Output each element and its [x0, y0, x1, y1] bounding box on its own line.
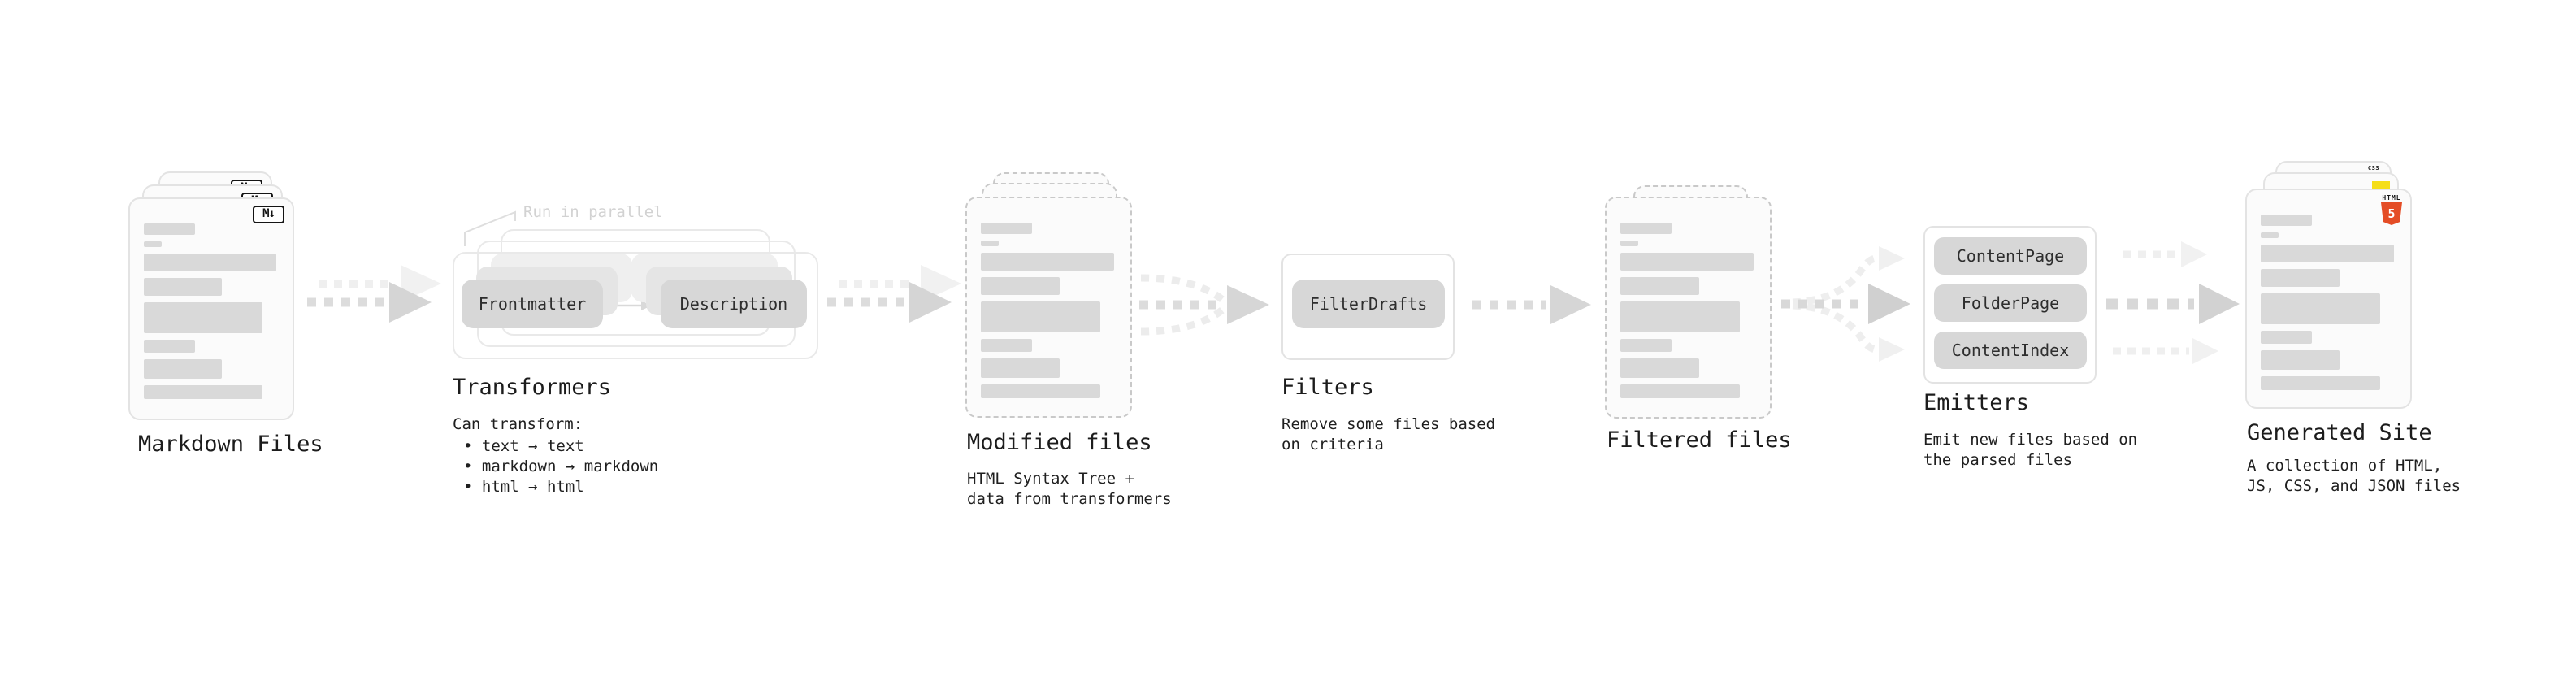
html5-badge-number: 5 [2387, 206, 2396, 221]
content-index-box: ContentIndex [1934, 332, 2087, 369]
placeholder-bar [1620, 241, 1638, 246]
placeholder-bar [981, 301, 1100, 332]
placeholder-bar [981, 358, 1060, 378]
transformers-subtitle: Can transform: [453, 415, 583, 433]
placeholder-bar [1620, 253, 1754, 271]
placeholder-bar [1620, 301, 1740, 332]
placeholder-bar [981, 223, 1033, 234]
placeholder-bar [2261, 215, 2313, 226]
placeholder-bar [144, 359, 223, 379]
html5-badge-label: HTML [2382, 194, 2401, 202]
markdown-file-card: M↓ [128, 197, 294, 420]
generated-file-card: HTML 5 [2245, 189, 2412, 409]
arrow-transformers-to-modified-ghost [839, 265, 961, 302]
filtered-files-title: Filtered files [1607, 427, 1792, 453]
placeholder-bar [2261, 245, 2394, 262]
transformers-bullet-2: • markdown → markdown [463, 458, 659, 475]
placeholder-bar [2261, 232, 2279, 238]
placeholder-bar [144, 254, 276, 271]
placeholder-bar [144, 278, 223, 296]
transformer-frame-front [453, 252, 818, 359]
placeholder-bar [144, 385, 263, 399]
arrow-markdown-to-transformers-ghost [319, 265, 441, 302]
markdown-badge: M↓ [253, 206, 284, 223]
placeholder-bar [144, 302, 263, 333]
placeholder-bar [1620, 384, 1740, 398]
filter-drafts-box: FilterDrafts [1292, 280, 1445, 328]
transformers-bullet-3: • html → html [463, 478, 584, 496]
placeholder-bar [981, 277, 1060, 295]
modified-files-description: HTML Syntax Tree + data from transformer… [967, 470, 1172, 508]
generated-site-title: Generated Site [2247, 420, 2432, 445]
placeholder-bar [1620, 223, 1672, 234]
emitters-description: Emit new files based on the parsed files [1923, 431, 2138, 469]
placeholder-bar [981, 253, 1114, 271]
description-box: Description [661, 280, 807, 328]
content-page-box: ContentPage [1934, 237, 2087, 275]
modified-files-title: Modified files [967, 430, 1152, 455]
run-in-parallel-annotation: Run in parallel [523, 203, 663, 221]
filters-title: Filters [1281, 375, 1374, 400]
placeholder-bar [2261, 269, 2340, 287]
arrow-markdown-to-transformers [307, 282, 432, 323]
placeholder-bar [1620, 339, 1672, 352]
placeholder-bar [2261, 293, 2380, 324]
placeholder-bar [981, 241, 999, 246]
placeholder-bar [1620, 358, 1699, 378]
placeholder-bar [144, 223, 196, 235]
html5-shield-icon: 5 [2381, 202, 2402, 225]
modified-file-card [965, 197, 1132, 418]
arrow-modified-to-filters [1139, 274, 1269, 336]
placeholder-bar [2261, 350, 2340, 370]
arrow-transformers-to-modified [827, 282, 952, 323]
javascript-badge [2372, 181, 2390, 189]
arrow-filters-to-filtered [1472, 285, 1591, 324]
html5-badge: HTML 5 [2379, 194, 2404, 225]
arrow-emitters-to-generated [2106, 241, 2240, 364]
markdown-files-title: Markdown Files [138, 432, 323, 457]
placeholder-bar [2261, 376, 2380, 390]
placeholder-bar [981, 384, 1100, 398]
placeholder-bar [981, 339, 1033, 352]
folder-page-box: FolderPage [1934, 284, 2087, 322]
transformers-bullet-1: • text → text [463, 437, 584, 455]
arrow-filtered-to-emitters [1781, 246, 1910, 362]
file-content-placeholder [2261, 215, 2396, 390]
placeholder-bar [144, 241, 162, 247]
placeholder-bar [144, 340, 196, 353]
file-content-placeholder [981, 223, 1117, 398]
transformers-title: Transformers [453, 375, 612, 400]
filters-description: Remove some files based on criteria [1281, 415, 1496, 453]
emitters-title: Emitters [1923, 390, 2030, 415]
filtered-file-card [1605, 197, 1772, 419]
css-badge-label: CSS [2367, 165, 2380, 171]
file-content-placeholder [144, 223, 279, 399]
file-content-placeholder [1620, 223, 1756, 398]
placeholder-bar [2261, 331, 2313, 344]
placeholder-bar [1620, 277, 1699, 295]
frontmatter-box: Frontmatter [462, 280, 603, 328]
generated-site-description: A collection of HTML, JS, CSS, and JSON … [2247, 457, 2461, 495]
